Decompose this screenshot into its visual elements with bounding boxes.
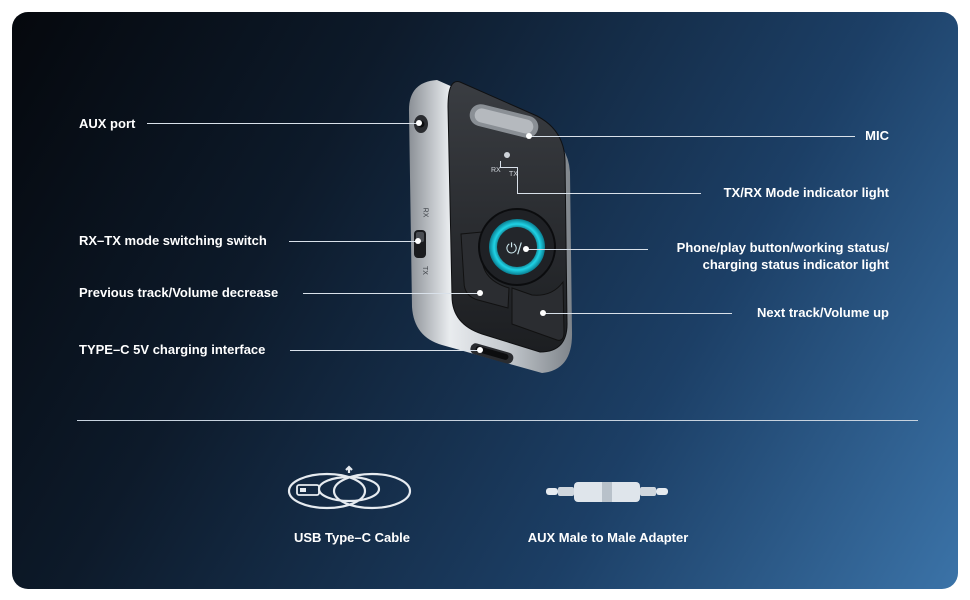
callout-line-mic [530,136,855,137]
callout-line-prev [303,293,479,294]
side-label-tx: TX [420,266,428,275]
callout-mic: MIC [865,128,889,143]
callout-dot-phone [523,246,529,252]
product-panel: RX TX ⏻/ RX TX AUX port RX–TX mode switc… [12,12,958,589]
indicator-tx-text: TX [509,171,518,178]
callout-vline-mode-a [517,167,518,194]
callout-line-phone [527,249,648,250]
callout-mode-indicator: TX/RX Mode indicator light [723,185,889,200]
callout-typec-charging: TYPE–C 5V charging interface [79,342,266,357]
callout-dot-next [540,310,546,316]
callout-prev-track: Previous track/Volume decrease [79,285,279,300]
callout-next-track: Next track/Volume up [757,305,889,320]
aux-adapter-icon [546,482,668,502]
callout-line-aux [147,123,418,124]
section-divider [77,420,918,421]
usb-cable-icon [287,465,412,510]
callout-dot-mic [526,133,532,139]
callout-dot-typec [477,347,483,353]
callout-vline-mode-b [500,161,501,168]
bluetooth-transmitter-device: RX TX ⏻/ [408,80,573,373]
callout-line-mode-b [500,167,518,168]
side-label-rx: RX [421,207,429,218]
callout-line-switch [289,241,417,242]
callout-line-next [544,313,732,314]
accessory-label-usb-cable: USB Type–C Cable [293,530,411,545]
accessory-label-aux-adapter: AUX Male to Male Adapter [527,530,689,545]
svg-text:⏻/: ⏻/ [506,241,522,257]
callout-line-typec [290,350,479,351]
callout-phone-button-line1: Phone/play button/working status/ [676,240,889,255]
callout-dot-prev [477,290,483,296]
callout-dot-aux [416,120,422,126]
indicator-rx-text: RX [491,167,501,174]
callout-phone-button-line2: charging status indicator light [702,257,889,272]
callout-aux-port: AUX port [79,116,136,131]
callout-dot-switch [415,238,421,244]
callout-rx-tx-switch: RX–TX mode switching switch [79,233,267,248]
callout-line-mode [517,193,701,194]
